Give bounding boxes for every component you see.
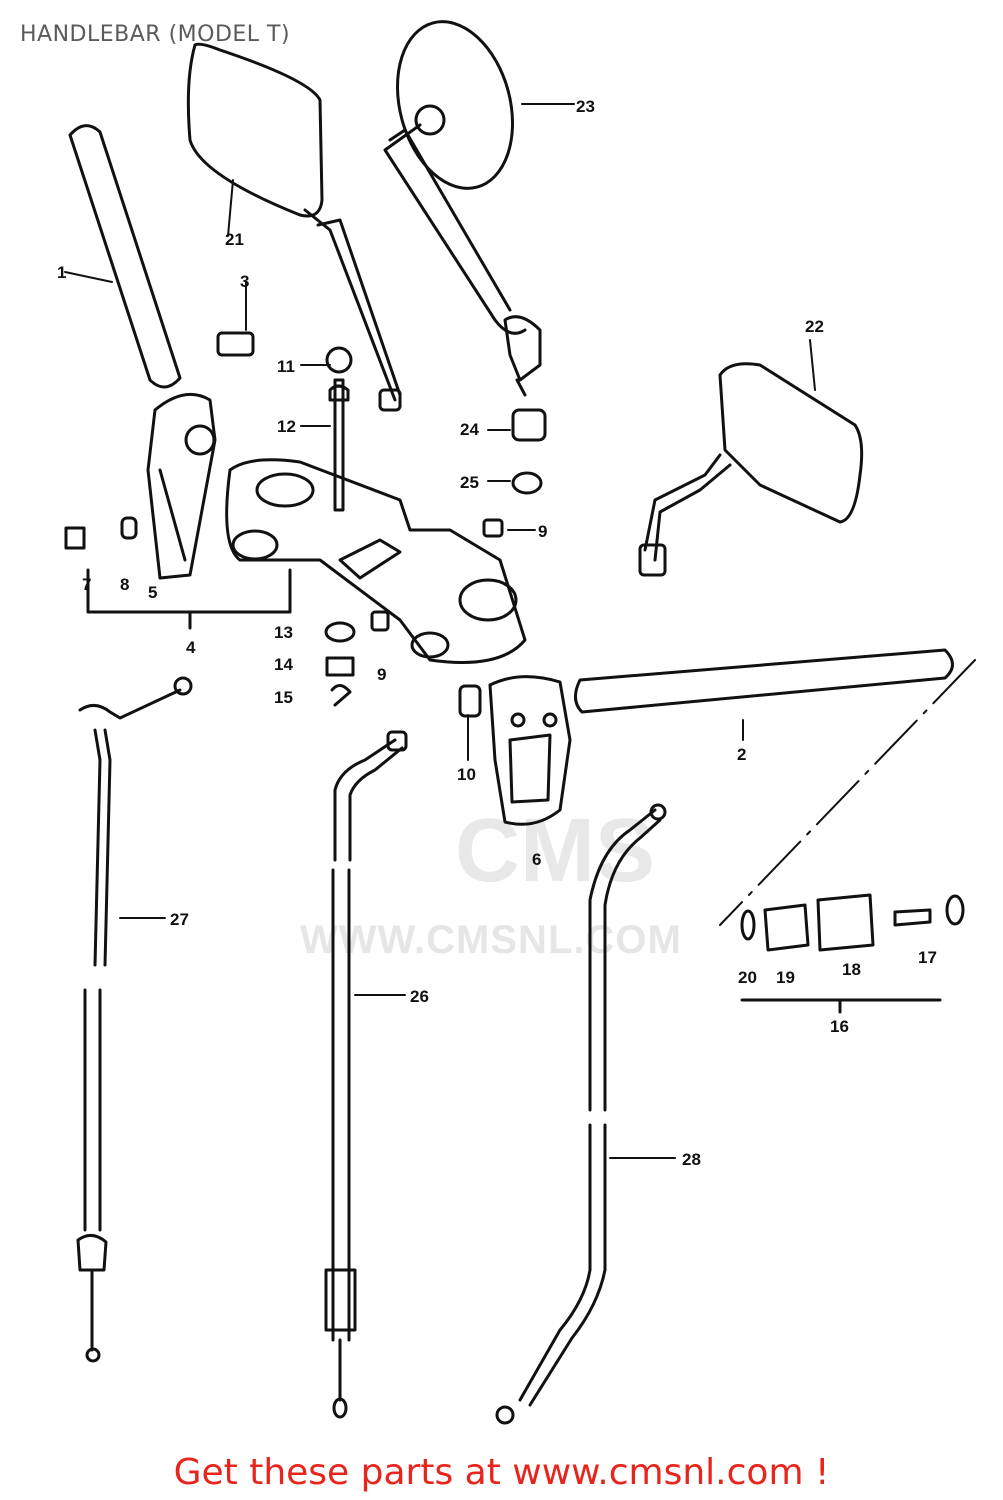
callout-11: 11: [277, 357, 295, 376]
callout-9: 9: [377, 665, 386, 684]
part-14-nut: [325, 656, 355, 677]
callout-23: 23: [576, 97, 595, 116]
part-21-mirror: [186, 42, 402, 412]
watermark-logo: CMS: [455, 801, 655, 901]
part-28-cable: [495, 803, 667, 1425]
callout-27: 27: [170, 910, 189, 929]
part-9-rubber: [482, 518, 504, 538]
callout-14: 14: [274, 655, 293, 674]
part-16-balancer: [740, 893, 965, 1014]
callout-4: 4: [186, 638, 196, 657]
callout-13: 13: [274, 623, 293, 642]
callout-17: 17: [918, 948, 937, 967]
callout-6b: 6: [532, 850, 541, 869]
part-15-pin: [330, 684, 352, 707]
part-6-holder: [488, 675, 572, 826]
callout-19: 19: [776, 968, 795, 987]
part-24-nut: [511, 408, 547, 442]
part-9-rubber-2: [370, 610, 390, 632]
callout-28: 28: [682, 1150, 701, 1169]
callout-6: 8: [120, 575, 129, 594]
callout-1: 1: [57, 263, 66, 282]
part-8-washer: [120, 516, 138, 540]
part-13-washer: [324, 621, 356, 643]
callout-3: 3: [240, 272, 249, 291]
part-2-handlebar: [574, 648, 954, 714]
part-1-grip: [68, 124, 182, 389]
callout-16: 16: [830, 1017, 849, 1036]
callout-20: 20: [738, 968, 757, 987]
part-5-holder: [146, 392, 217, 580]
part-22-mirror: [638, 362, 864, 577]
callout-22: 22: [805, 317, 824, 336]
callout-26: 26: [410, 987, 429, 1006]
callout-10: 10: [457, 765, 476, 784]
callout-5: 5: [148, 583, 157, 602]
callout-2: 2: [737, 745, 746, 764]
part-4-bracket: [225, 458, 527, 664]
part-7-bolt: [64, 526, 86, 550]
callout-12: 12: [277, 417, 296, 436]
watermark-url: WWW.CMSNL.COM: [300, 918, 682, 962]
callout-labels: 1 2 3 4 5 8 6 7 9 9 10 11 12 13 14 15 16…: [57, 97, 937, 1169]
callout-15: 15: [274, 688, 293, 707]
part-12-bolt: [325, 346, 353, 512]
part-3-bolt: [216, 331, 255, 357]
part-23-mirror: [383, 20, 542, 397]
callout-21: 21: [225, 230, 244, 249]
footer-link[interactable]: Get these parts at www.cmsnl.com !: [173, 1452, 830, 1493]
callout-18: 18: [842, 960, 861, 979]
part-27-cable: [76, 676, 193, 1363]
callout-7: 7: [82, 575, 91, 594]
callout-24: 24: [460, 420, 479, 439]
part-26-cable: [324, 730, 408, 1419]
part-25-nut: [511, 471, 543, 495]
callout-9b: 9: [538, 522, 547, 541]
part-10-damper: [458, 684, 482, 718]
callout-25: 25: [460, 473, 479, 492]
diagram-title: HANDLEBAR (MODEL T): [20, 22, 291, 47]
